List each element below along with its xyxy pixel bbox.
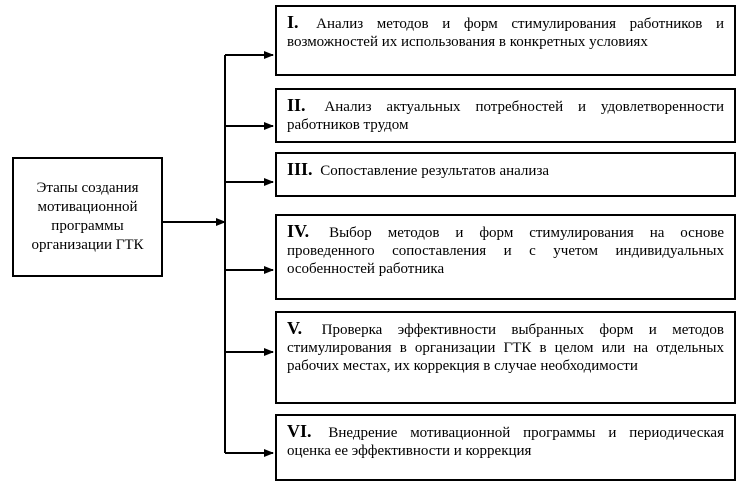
stage-6-text: Внедрение мотивационной программы и пери… [287,425,724,459]
stage-4-box: IV. Выбор методов и форм стимулирования … [275,214,736,300]
stage-2-number: II. [287,95,306,115]
stage-1-box: I. Анализ методов и форм стимулирования … [275,5,736,76]
stage-4-text: Выбор методов и форм стимулирования на о… [287,225,724,277]
stage-1-text: Анализ методов и форм стимулирования раб… [287,16,725,50]
stage-2-box: II. Анализ актуальных потребностей и удо… [275,88,736,143]
stage-3-box: III. Сопоставление результатов анализа [275,152,736,197]
stage-3-number: III. [287,159,313,179]
stage-5-text: Проверка эффективности выбранных форм и … [287,322,725,374]
stage-6-box: VI. Внедрение мотивационной программы и … [275,414,736,481]
stages-root-box: Этапы создания мотивационной программы о… [12,157,163,277]
stage-1-number: I. [287,12,299,32]
stage-3-text: Сопоставление результатов анализа [320,163,550,179]
stage-5-box: V. Проверка эффективности выбранных форм… [275,311,736,404]
stage-6-number: VI. [287,421,312,441]
stage-5-number: V. [287,318,303,338]
stage-4-number: IV. [287,221,310,241]
stage-2-text: Анализ актуальных потребностей и удовлет… [287,99,724,133]
stages-root-label: Этапы создания мотивационной программы о… [31,180,144,253]
